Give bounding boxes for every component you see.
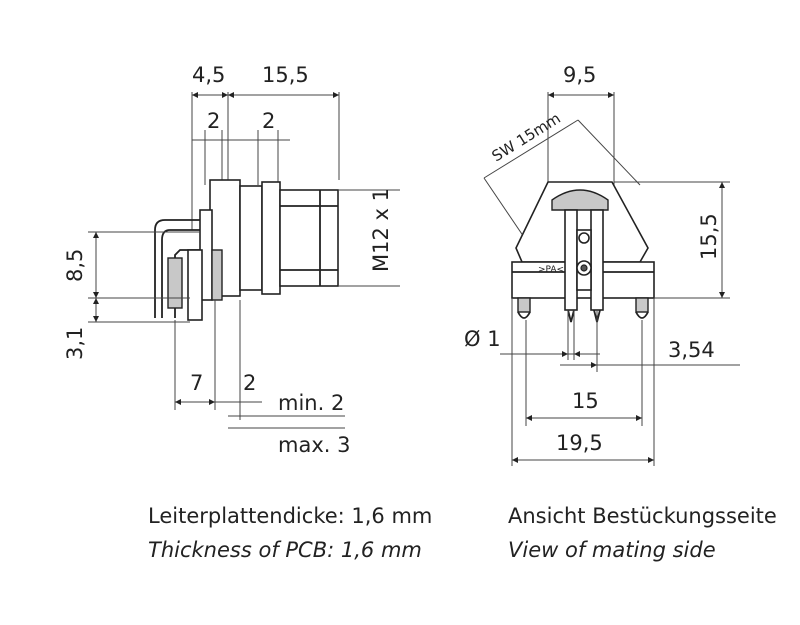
- dim-19-5: 19,5: [556, 431, 603, 455]
- dim-8-5: 8,5: [63, 249, 87, 282]
- caption-pcb-de: Leiterplattendicke: 1,6 mm: [148, 504, 433, 528]
- dim-15: 15: [572, 389, 599, 413]
- caption-pcb-en: Thickness of PCB: 1,6 mm: [148, 538, 422, 562]
- dim-2-b: 2: [262, 109, 275, 133]
- dim-9-5: 9,5: [563, 63, 596, 87]
- dim-15-5-r: 15,5: [697, 213, 721, 260]
- hex-nut: [239, 185, 263, 291]
- thread-body: [279, 189, 339, 287]
- caption-view-en: View of mating side: [508, 538, 716, 562]
- caption-view-de: Ansicht Bestückungsseite: [508, 504, 777, 528]
- dim-7: 7: [190, 371, 203, 395]
- front-view: >PA<: [483, 92, 740, 466]
- dim-15-5: 15,5: [262, 63, 309, 87]
- dim-min: min. 2: [278, 391, 344, 415]
- dim-sw: SW 15mm: [489, 109, 564, 165]
- dim-max: max. 3: [278, 433, 350, 457]
- side-view: [88, 92, 400, 429]
- dim-4-5: 4,5: [192, 63, 225, 87]
- nut-ring: [261, 181, 281, 295]
- dim-thread: M12 x 1: [369, 188, 393, 272]
- dim-3-54: 3,54: [668, 338, 715, 362]
- dim-3-1: 3,1: [63, 327, 87, 360]
- dim-2-a: 2: [207, 109, 220, 133]
- dim-2-c: 2: [243, 371, 256, 395]
- svg-text:>PA<: >PA<: [538, 265, 564, 275]
- dim-pin: Ø 1: [464, 327, 501, 351]
